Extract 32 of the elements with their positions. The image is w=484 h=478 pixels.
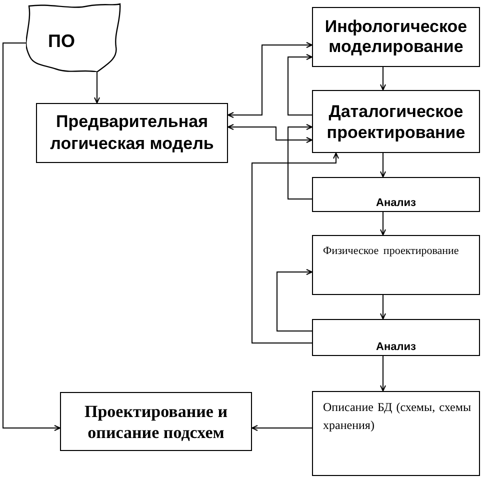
process-box — [36, 103, 228, 163]
box-label: Описание БД (схемы, схемы хранения) — [323, 399, 471, 434]
box-label: Анализ — [375, 341, 417, 354]
double-arrow — [228, 124, 312, 143]
arrow — [380, 66, 386, 90]
box-label: Анализ — [375, 197, 417, 210]
arrow — [94, 72, 100, 104]
arrow — [380, 152, 386, 178]
arrow — [252, 152, 339, 344]
process-box — [312, 235, 480, 295]
arrow — [288, 54, 312, 116]
box-label: Предварительная логическая модель — [49, 111, 215, 155]
double-arrow — [228, 42, 312, 118]
arrow — [380, 294, 386, 320]
arrow — [276, 269, 312, 332]
cloud-shape — [26, 3, 121, 72]
process-box — [312, 177, 480, 212]
box-label: Инфологическое моделирование — [324, 17, 468, 57]
box-label: Проектирование и описание подсхем — [83, 400, 229, 442]
process-box — [312, 90, 480, 153]
arrow — [380, 356, 386, 392]
process-box — [60, 392, 252, 451]
arrow — [288, 124, 312, 200]
process-box — [312, 319, 480, 356]
cloud-label: ПО — [47, 30, 76, 50]
arrow — [380, 212, 386, 236]
process-box — [312, 7, 480, 67]
box-label: Даталогическое проектирование — [326, 100, 466, 142]
arrow — [2, 42, 60, 431]
arrow — [252, 425, 312, 431]
process-box — [312, 391, 480, 476]
box-label: Физическое проектирование — [323, 244, 460, 258]
